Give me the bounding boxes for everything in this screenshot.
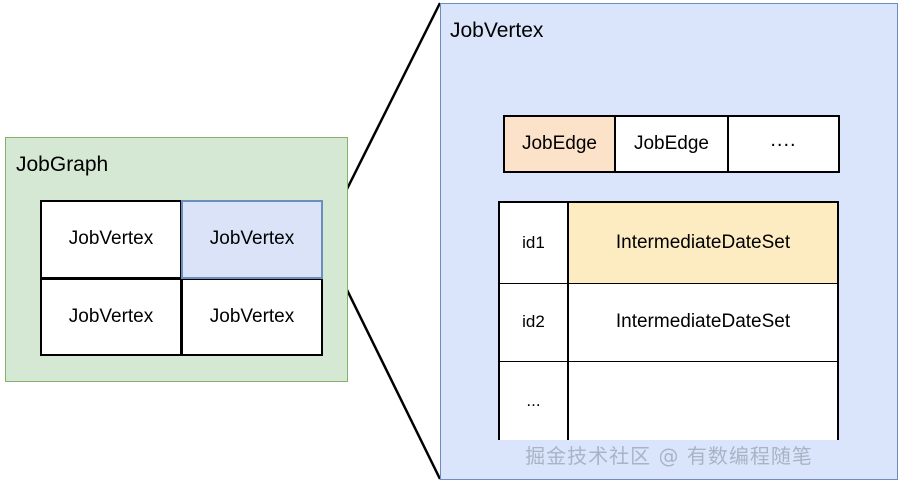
- dataset-id-cell: id1: [500, 203, 569, 283]
- jobgraph-title: JobGraph: [16, 153, 109, 176]
- jobvertex-title: JobVertex: [450, 19, 544, 42]
- dataset-name-cell: IntermediateDateSet: [569, 283, 837, 362]
- jobvertex-detail-panel: JobVertex JobEdge JobEdge .... id1 Inter…: [440, 3, 898, 480]
- jobedge-label: JobEdge: [633, 133, 709, 154]
- jobvertex-cell-0[interactable]: JobVertex: [40, 200, 182, 279]
- dataset-id-label: id1: [522, 232, 545, 252]
- table-row[interactable]: id2 IntermediateDateSet: [500, 281, 837, 362]
- jobvertex-cell-3[interactable]: JobVertex: [181, 277, 323, 356]
- intermediate-dataset-table: id1 IntermediateDateSet id2 Intermediate…: [498, 201, 839, 440]
- jobvertex-cell-label: JobVertex: [209, 305, 295, 327]
- dataset-name-label: IntermediateDateSet: [615, 231, 791, 253]
- jobedge-list: JobEdge JobEdge ....: [503, 115, 840, 173]
- jobedge-label: ....: [770, 128, 797, 151]
- jobvertex-cell-2[interactable]: JobVertex: [40, 277, 182, 356]
- jobedge-label: JobEdge: [521, 133, 597, 154]
- dataset-id-label: ...: [526, 390, 541, 410]
- dataset-id-cell: ...: [500, 362, 569, 440]
- jobvertex-cell-label: JobVertex: [209, 228, 295, 250]
- table-row[interactable]: ...: [500, 360, 837, 440]
- jobedge-cell-0-highlighted[interactable]: JobEdge: [503, 115, 616, 173]
- jobvertex-grid: JobVertex JobVertex JobVertex JobVertex: [40, 200, 323, 356]
- dataset-name-label: IntermediateDateSet: [615, 311, 791, 333]
- jobvertex-cell-label: JobVertex: [68, 305, 154, 327]
- dataset-name-cell: IntermediateDateSet: [569, 203, 837, 283]
- jobgraph-panel: JobGraph JobVertex JobVertex JobVertex J…: [5, 137, 348, 382]
- jobedge-cell-ellipsis[interactable]: ....: [727, 115, 840, 173]
- dataset-name-cell: [569, 362, 837, 440]
- dataset-id-label: id2: [522, 312, 545, 332]
- watermark-text: 掘金技术社区 @ 有数编程随笔: [525, 444, 813, 468]
- jobvertex-cell-label: JobVertex: [68, 228, 154, 250]
- table-row[interactable]: id1 IntermediateDateSet: [500, 203, 837, 283]
- dataset-id-cell: id2: [500, 283, 569, 362]
- jobedge-cell-1[interactable]: JobEdge: [614, 115, 729, 173]
- jobvertex-cell-1-selected[interactable]: JobVertex: [181, 200, 323, 279]
